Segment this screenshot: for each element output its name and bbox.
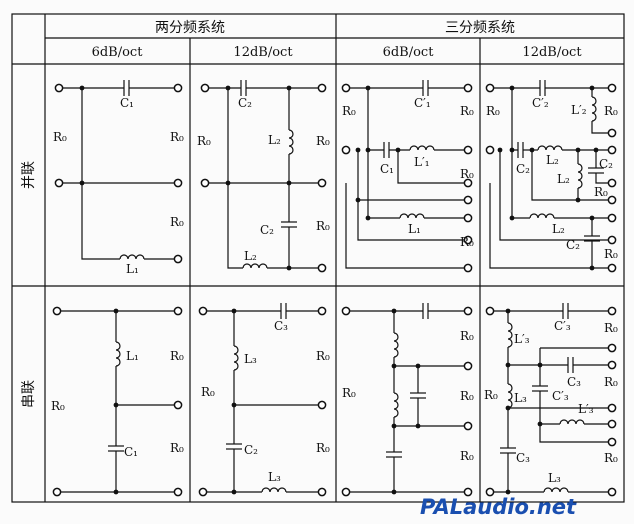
label-l2: L₂ — [552, 222, 565, 236]
label-r0: R₀ — [316, 349, 330, 363]
label-r0: R₀ — [594, 185, 608, 199]
col-three-way-12db: 12dB/oct — [522, 45, 582, 60]
label-l3: L₃ — [244, 352, 257, 366]
label-l3-prime: L′₃ — [514, 332, 530, 346]
circuit-parallel-3way-12db: C′₂ L′₂ C₂ L₂ L₂ C₂ L₂ C₂ R₀ R₀ R₀ R₀ — [485, 80, 618, 273]
label-r0: R₀ — [460, 449, 474, 463]
circuit-series-2way-12db: C₃ L₃ C₂ L₃ R₀ R₀ R₀ — [198, 303, 330, 497]
label-c3: C₃ — [516, 451, 530, 465]
label-l3-prime: L′₃ — [578, 402, 594, 416]
label-r0: R₀ — [170, 441, 184, 455]
col-two-way-6db: 6dB/oct — [92, 45, 144, 60]
label-c3-prime: C′₃ — [554, 319, 571, 333]
circuit-series-3way-6db: R₀ R₀ R₀ R₀ — [341, 303, 474, 497]
label-r0: R₀ — [51, 399, 65, 413]
label-c2: C₂ — [260, 223, 274, 237]
label-r0: R₀ — [170, 130, 184, 144]
label-r0: R₀ — [486, 104, 500, 118]
table-grid — [11, 13, 625, 503]
label-r0: R₀ — [342, 386, 356, 400]
label-l3: L₃ — [514, 391, 527, 405]
label-r0: R₀ — [460, 167, 474, 181]
label-l2: L₂ — [557, 172, 570, 186]
label-r0: R₀ — [484, 388, 498, 402]
watermark-text: PALaudio.net — [420, 495, 577, 519]
row-label-series: 串联 — [21, 380, 37, 408]
circuit-series-2way-6db: L₁ C₁ R₀ R₀ R₀ — [51, 306, 184, 497]
label-r0: R₀ — [197, 134, 211, 148]
label-c1: C₁ — [120, 96, 134, 110]
label-c2-prime: C′₂ — [532, 96, 549, 110]
label-c2: C₂ — [566, 238, 580, 252]
circuit-parallel-2way-6db: C₁ L₁ R₀ R₀ R₀ — [53, 80, 184, 276]
label-r0: R₀ — [460, 104, 474, 118]
label-l3: L₃ — [268, 470, 281, 484]
label-l2-prime: L′₂ — [571, 103, 587, 117]
label-c3-prime: C′₃ — [552, 389, 569, 403]
label-l2: L₂ — [244, 249, 257, 263]
label-c1: C₁ — [380, 162, 394, 176]
label-r0: R₀ — [53, 130, 67, 144]
label-l1: L₁ — [126, 349, 139, 363]
label-r0: R₀ — [316, 441, 330, 455]
label-c3: C₃ — [274, 319, 288, 333]
label-c1: C₁ — [124, 445, 138, 459]
label-r0: R₀ — [170, 215, 184, 229]
label-r0: R₀ — [460, 235, 474, 249]
label-c2: C₂ — [516, 162, 530, 176]
label-l2: L₂ — [546, 153, 559, 167]
label-c2: C₂ — [244, 443, 258, 457]
label-r0: R₀ — [604, 375, 618, 389]
label-r0: R₀ — [460, 329, 474, 343]
label-l1-prime: L′₁ — [414, 155, 430, 169]
label-r0: R₀ — [460, 389, 474, 403]
label-r0: R₀ — [604, 451, 618, 465]
label-c1-prime: C′₁ — [414, 96, 431, 110]
two-way-header: 两分频系统 — [155, 20, 225, 36]
label-c2: C₂ — [238, 96, 252, 110]
label-r0: R₀ — [201, 385, 215, 399]
row-label-parallel: 并联 — [21, 161, 37, 189]
label-r0: R₀ — [342, 104, 356, 118]
label-r0: R₀ — [316, 134, 330, 148]
label-c2: C₂ — [599, 157, 613, 171]
three-way-header: 三分频系统 — [445, 20, 515, 36]
col-two-way-12db: 12dB/oct — [233, 45, 293, 60]
circuit-parallel-3way-6db: C′₁ C₁ L′₁ L₁ R₀ R₀ R₀ R₀ — [341, 80, 474, 273]
label-c3: C₃ — [567, 375, 581, 389]
label-r0: R₀ — [604, 104, 618, 118]
label-l1: L₁ — [408, 222, 421, 236]
label-l2: L₂ — [268, 133, 281, 147]
label-l3: L₃ — [548, 471, 561, 485]
col-three-way-6db: 6dB/oct — [383, 45, 435, 60]
label-r0: R₀ — [604, 247, 618, 261]
label-r0: R₀ — [170, 349, 184, 363]
label-l1: L₁ — [126, 262, 139, 276]
label-r0: R₀ — [604, 321, 618, 335]
circuit-series-3way-12db: C′₃ L′₃ C₃ L₃ C′₃ L′₃ C₃ L₃ R₀ R₀ R₀ R₀ — [484, 303, 618, 497]
label-r0: R₀ — [316, 219, 330, 233]
circuit-parallel-2way-12db: C₂ L₂ C₂ L₂ R₀ R₀ R₀ — [197, 80, 330, 273]
